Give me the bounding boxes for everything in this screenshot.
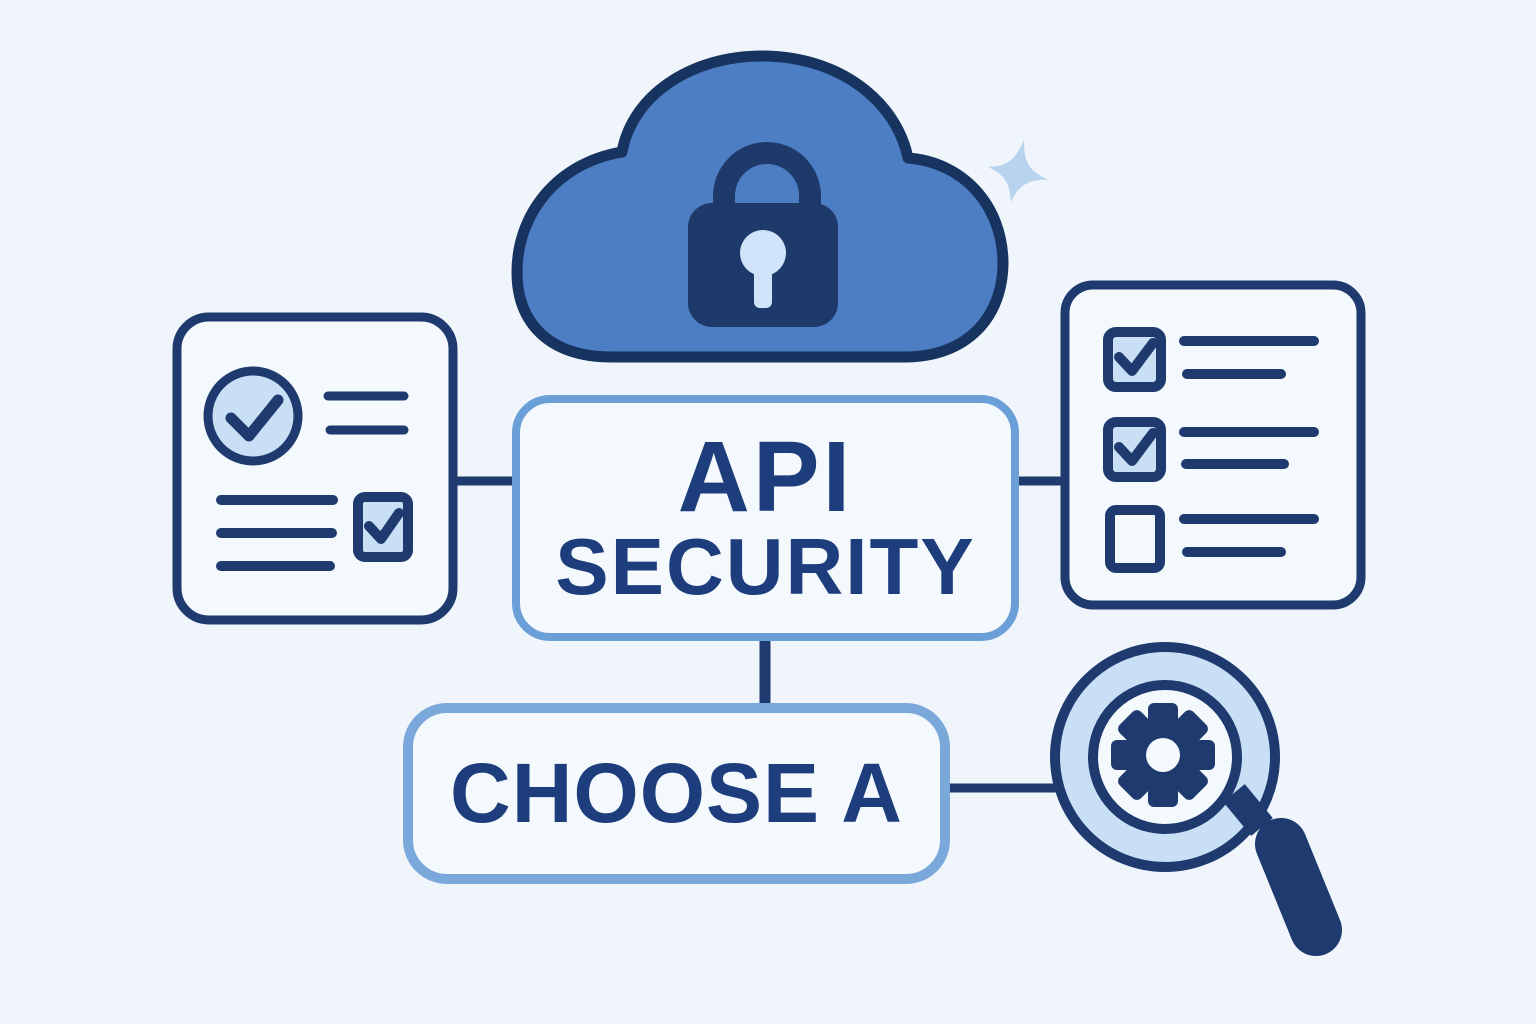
check-circle-checkmark: [225, 394, 284, 442]
document-panel-left: [172, 312, 458, 625]
checklist-panel-right: [1060, 280, 1366, 610]
document-panel-border: [172, 312, 458, 625]
checklist-row: [1103, 417, 1319, 482]
checkbox-checkmark: [1114, 428, 1158, 466]
checkbox-checkmark: [364, 508, 404, 544]
magnifier-handle: [1255, 818, 1342, 956]
check-circle-icon: [203, 366, 303, 466]
padlock-shackle: [713, 142, 821, 258]
magnifier-gear-icon: [1050, 642, 1342, 956]
keyhole-stem: [754, 262, 772, 308]
connectors: [444, 476, 1073, 793]
choose-a-box: CHOOSE A: [403, 703, 950, 884]
cloud-lock-icon: [511, 50, 1049, 363]
checklist-row: [1105, 505, 1319, 573]
keyhole: [740, 230, 786, 276]
magnifier-handle-neck: [1223, 784, 1273, 836]
checklist-row: [1103, 327, 1319, 392]
padlock-icon: [688, 142, 838, 327]
api-security-box: API SECURITY: [512, 395, 1019, 641]
checkbox-checkmark: [1114, 338, 1158, 376]
checkbox-unchecked-icon: [1105, 505, 1165, 573]
sparkle-icon: [987, 139, 1049, 203]
gear-icon: [1111, 703, 1215, 807]
choose-a-label: CHOOSE A: [450, 745, 903, 840]
api-title-line1: API: [677, 421, 854, 534]
gear-hole: [1146, 738, 1180, 772]
api-title-line2: SECURITY: [555, 522, 976, 612]
